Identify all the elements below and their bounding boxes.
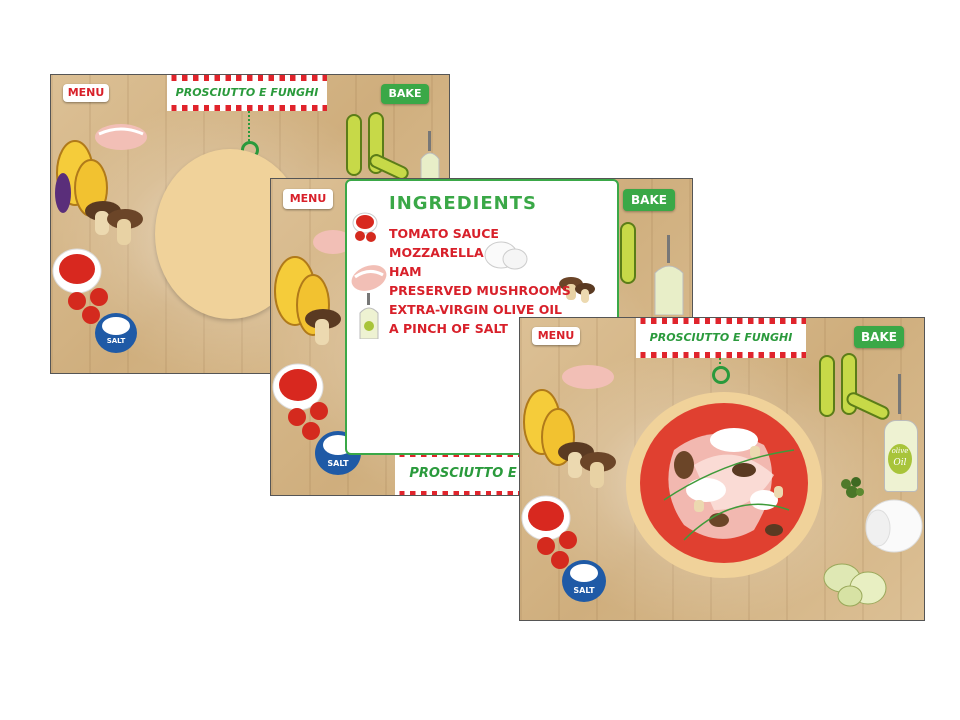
ingredient-item: PRESERVED MUSHROOMS [389, 283, 571, 298]
menu-button[interactable]: MENU [532, 327, 580, 345]
game-screen-3: MENU PROSCIUTTO E FUNGHI BAKE [519, 317, 925, 621]
ingredient-item: HAM [389, 264, 422, 279]
basil-icon[interactable] [838, 474, 868, 502]
pizza[interactable] [624, 390, 824, 580]
ingredient-item: A PINCH OF SALT [389, 321, 508, 336]
mozzarella-icon[interactable] [860, 498, 924, 558]
pizza-name-banner: PROSCIUTTO E FUNGHI [167, 75, 327, 111]
mozzarella-icon [484, 241, 528, 270]
cherry-tomato-icon[interactable] [65, 285, 115, 325]
ham-icon[interactable] [560, 362, 616, 392]
ham-icon[interactable] [311, 227, 351, 257]
tomato-sauce-bowl-icon[interactable] [271, 361, 325, 413]
artichoke-icon[interactable] [820, 556, 896, 610]
olive-oil-bottle-icon[interactable] [651, 235, 687, 315]
tomato-sauce-bowl-icon[interactable] [51, 247, 103, 297]
ingredients-title: INGREDIENTS [389, 193, 537, 214]
cherry-tomato-icon[interactable] [534, 528, 584, 572]
olive-oil-label: olive [891, 447, 909, 455]
menu-button[interactable]: MENU [63, 84, 109, 102]
mushroom-icon [559, 277, 595, 303]
eggplant-icon[interactable] [53, 133, 113, 223]
olive-oil-label: Oil [893, 458, 907, 468]
salt-jar-icon[interactable]: SALT [95, 313, 137, 353]
eggplant-icon[interactable] [271, 249, 333, 341]
mushroom-icon[interactable] [301, 305, 345, 355]
salt-label: SALT [573, 586, 595, 595]
banner-ring-icon [712, 366, 730, 384]
bake-button[interactable]: BAKE [623, 189, 675, 211]
olive-oil-bottle-icon [359, 293, 379, 339]
mushroom-icon[interactable] [554, 438, 618, 494]
ingredient-item: MOZZARELLA [389, 245, 484, 260]
ingredient-item: TOMATO SAUCE [389, 226, 499, 241]
menu-button[interactable]: MENU [283, 189, 333, 209]
pizza-name: PROSCIUTTO E FUNGHI [175, 86, 319, 99]
pizza-name-truncated: PROSCIUTTO E FU [409, 466, 541, 481]
olive-oil-bottle-icon[interactable]: olive Oil [884, 374, 918, 492]
zucchini-icon[interactable] [615, 219, 655, 289]
zucchini-icon[interactable] [814, 352, 894, 424]
ham-icon [351, 265, 387, 291]
mushroom-icon[interactable] [81, 197, 145, 249]
cherry-tomato-icon[interactable] [285, 399, 335, 443]
bake-button[interactable]: BAKE [381, 84, 429, 104]
game-screen-1: MENU PROSCIUTTO E FUNGHI BAKE SALT [50, 74, 450, 374]
zucchini-icon[interactable] [339, 111, 409, 181]
tomato-sauce-bowl-icon [352, 212, 378, 242]
salt-label: SALT [327, 459, 349, 468]
ingredient-item: EXTRA-VIRGIN OLIVE OIL [389, 302, 563, 317]
pizza-name-banner: PROSCIUTTO E FUNGHI [636, 318, 806, 358]
salt-label: SALT [106, 337, 126, 345]
bake-button[interactable]: BAKE [854, 326, 904, 348]
salt-jar-icon[interactable]: SALT [562, 560, 606, 602]
ham-icon[interactable] [93, 120, 149, 154]
pizza-name: PROSCIUTTO E FUNGHI [649, 331, 793, 344]
